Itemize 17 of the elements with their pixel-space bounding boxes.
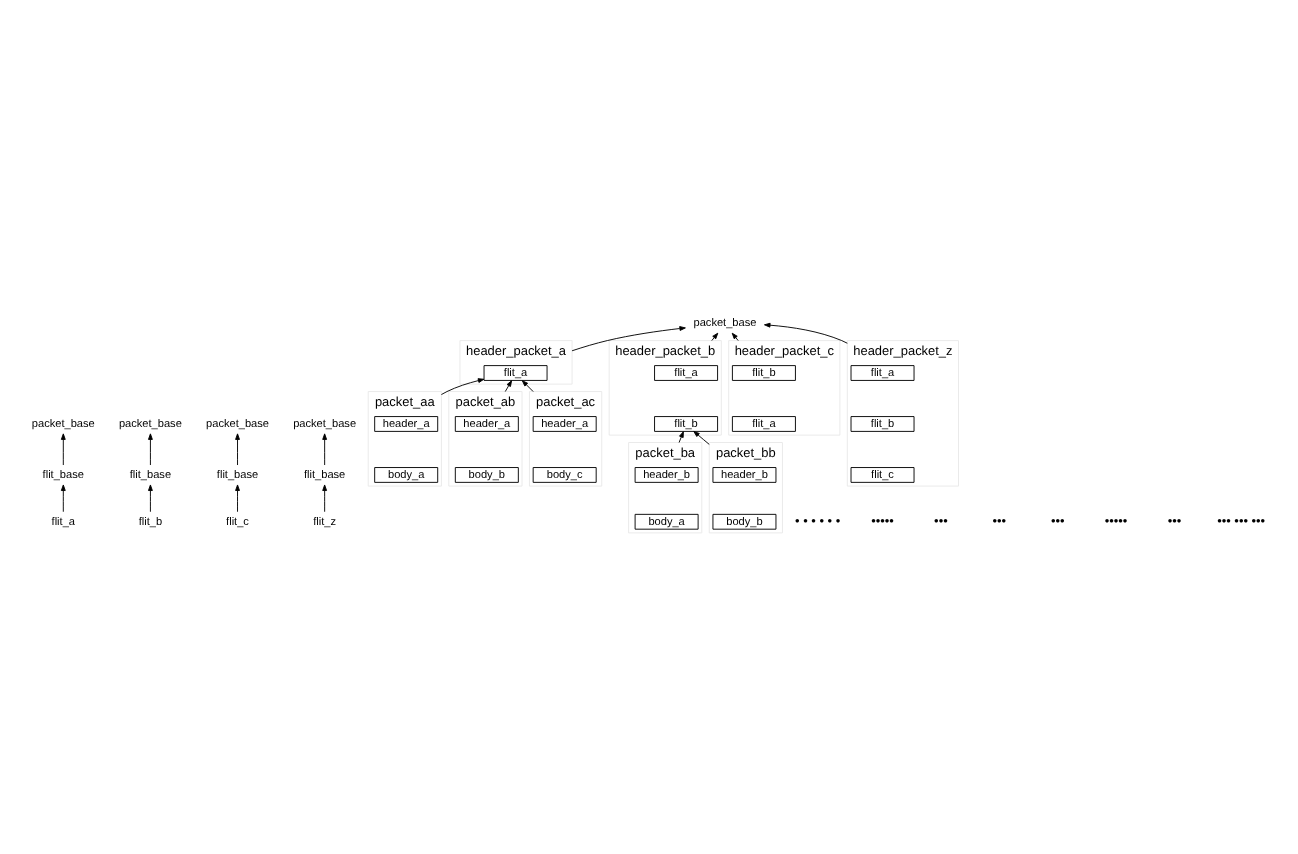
arrow — [693, 430, 710, 445]
arrow — [322, 433, 328, 466]
arrow — [235, 433, 240, 466]
arrow — [678, 431, 684, 443]
arrow — [148, 433, 153, 466]
arrow — [60, 484, 66, 513]
arrow — [235, 484, 240, 513]
arrow — [521, 380, 534, 392]
arrow — [764, 322, 848, 344]
arrow — [571, 326, 686, 352]
arrow — [504, 380, 513, 392]
arrow — [322, 484, 328, 513]
arrow — [60, 433, 66, 466]
arrow — [731, 332, 739, 342]
arrow — [148, 484, 153, 513]
arrow — [711, 332, 719, 342]
arrow — [440, 378, 485, 395]
